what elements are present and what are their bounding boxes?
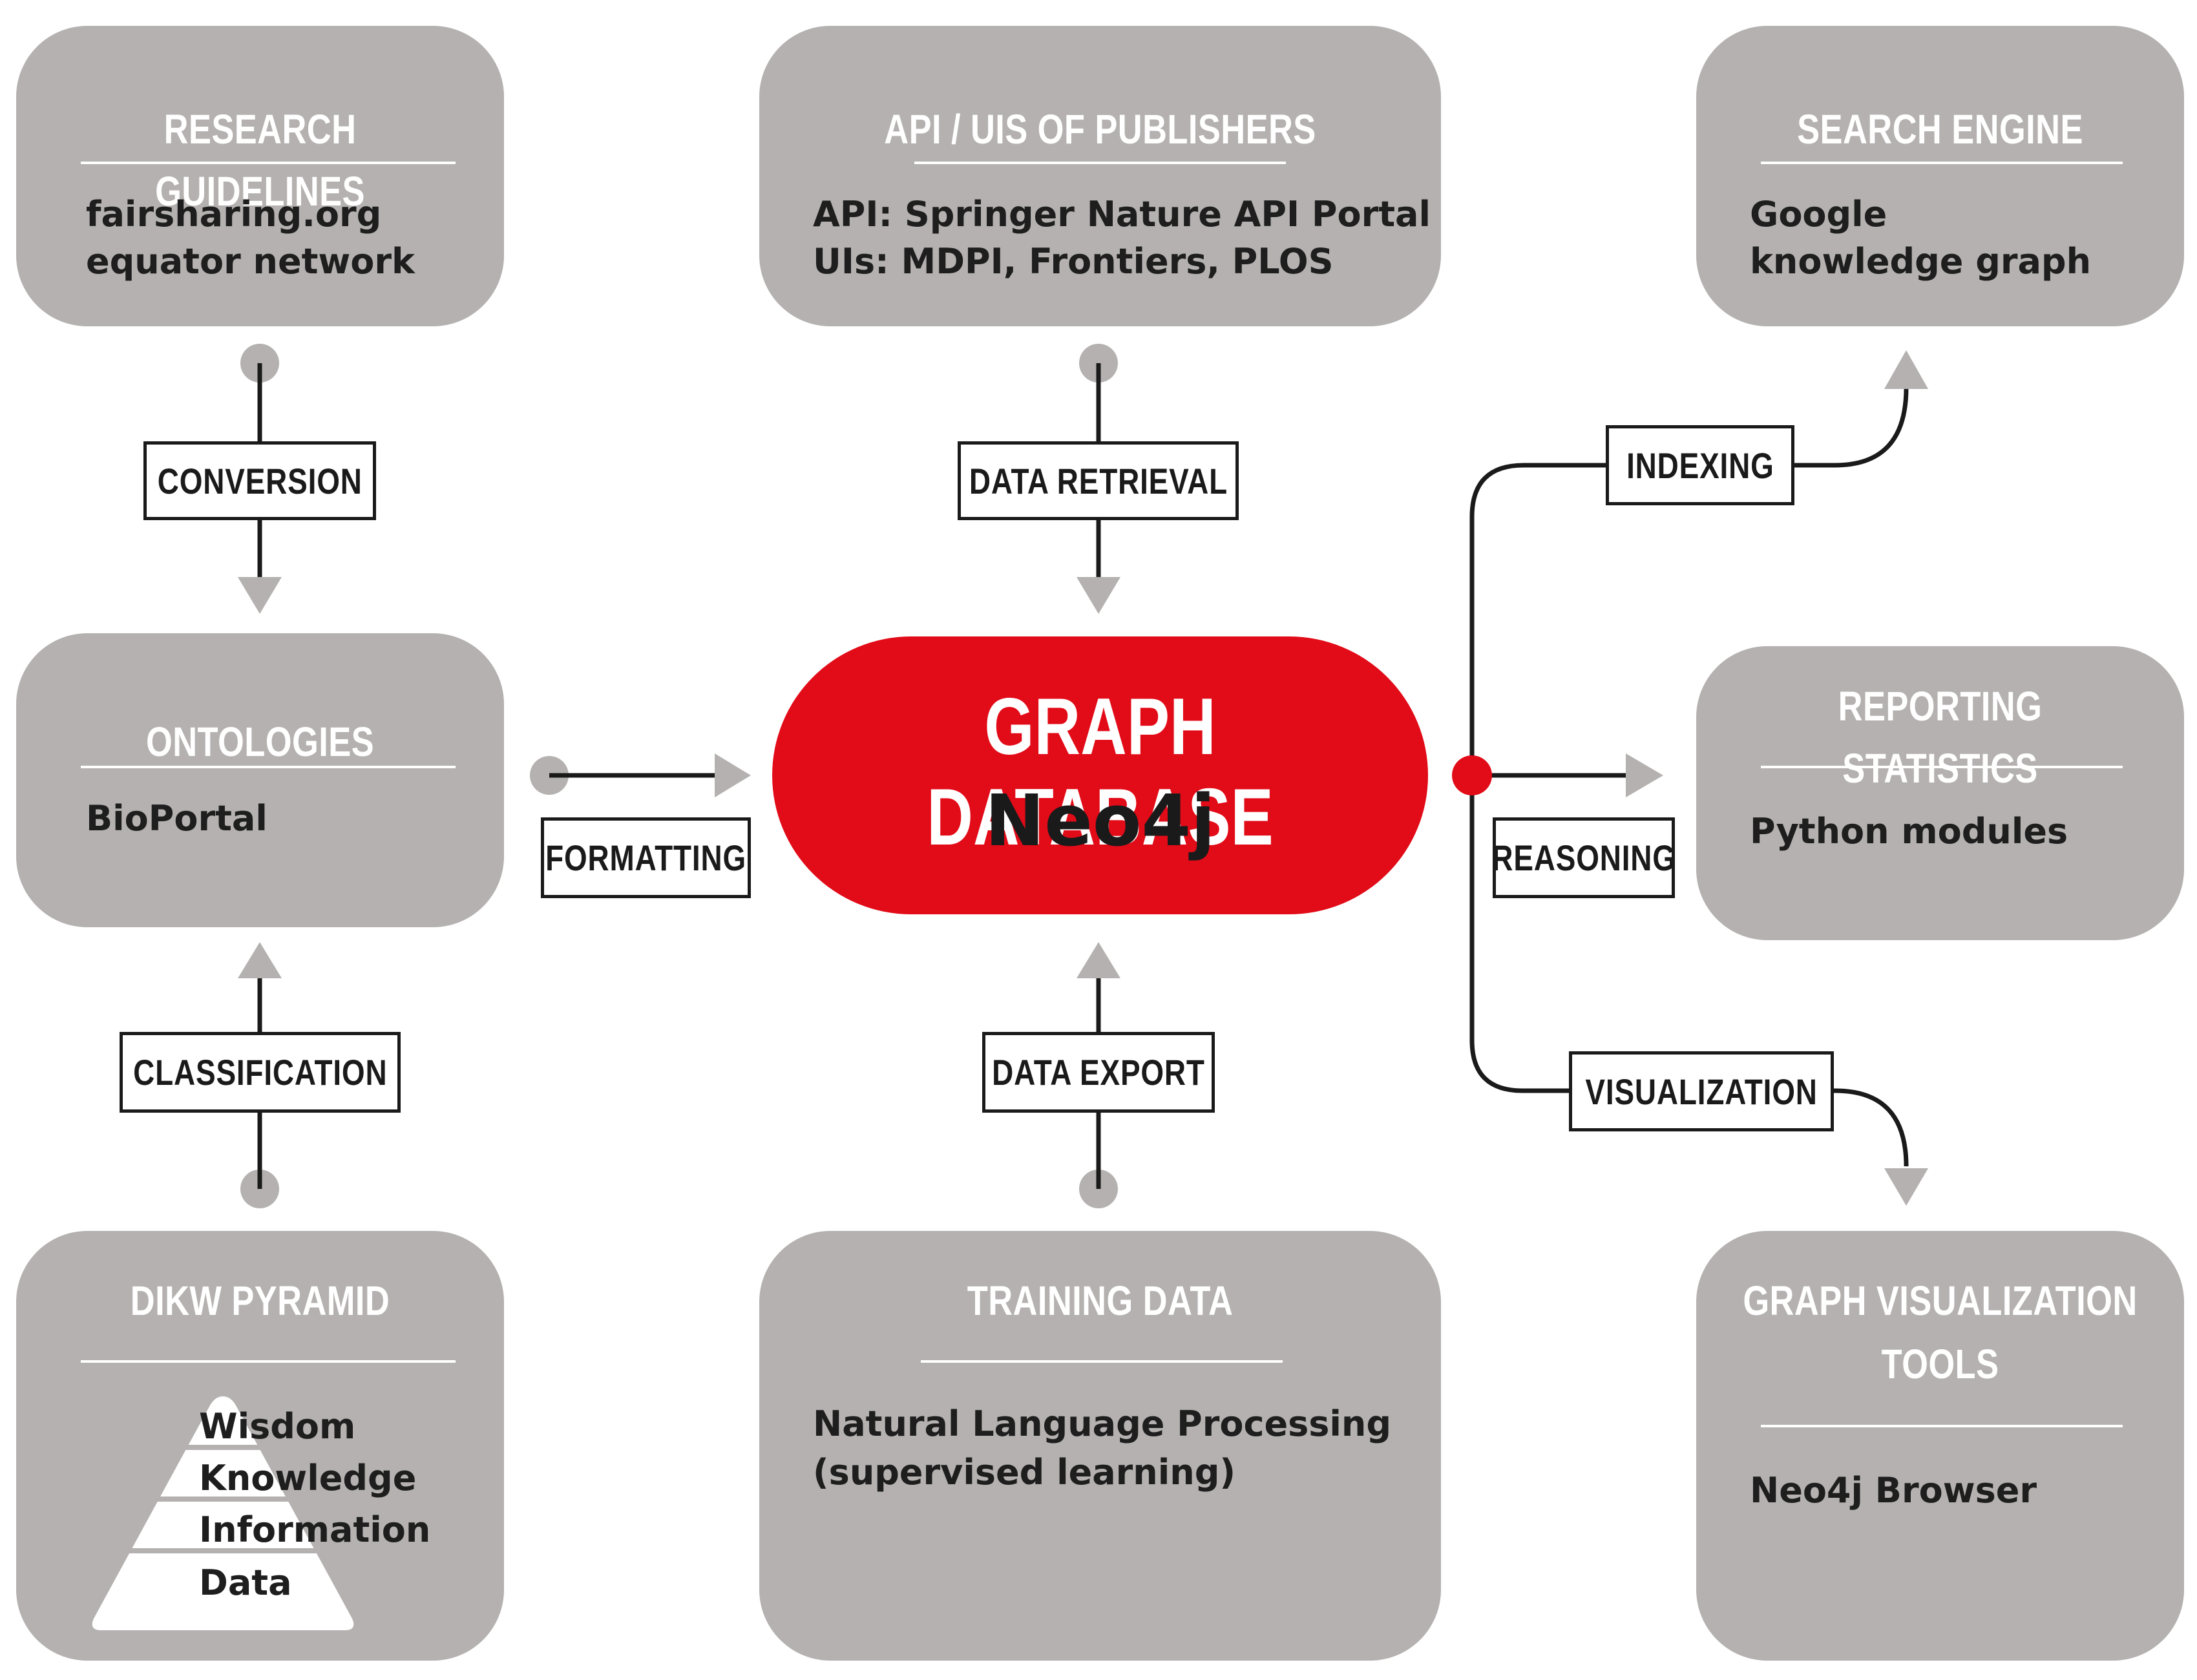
card-divider xyxy=(81,162,456,164)
card-line: Google xyxy=(1750,194,1887,235)
card-line: knowledge graph xyxy=(1750,241,2092,282)
card-line: BioPortal xyxy=(86,798,268,839)
card-line: (supervised learning) xyxy=(813,1452,1236,1493)
label-visualization: VISUALIZATION xyxy=(1569,1051,1834,1131)
research-guidelines-card: RESEARCH GUIDELINES fairsharing.org equa… xyxy=(16,26,504,326)
pyramid-level-data: Data xyxy=(199,1562,292,1603)
reporting-statistics-card: REPORTING STATISTICS Python modules xyxy=(1696,646,2184,940)
card-line: fairsharing.org xyxy=(86,194,382,235)
arrowhead-down-icon xyxy=(238,577,282,614)
label-conversion: CONVERSION xyxy=(143,441,376,520)
card-line: UIs: MDPI, Frontiers, PLOS xyxy=(813,241,1334,282)
card-divider xyxy=(1761,162,2123,164)
label-formatting: FORMATTING xyxy=(541,817,751,898)
card-title: RESEARCH GUIDELINES xyxy=(155,106,365,215)
card-divider xyxy=(1761,1425,2123,1427)
search-engine-card: SEARCH ENGINE Google knowledge graph xyxy=(1696,26,2184,326)
pyramid-level-wisdom: Wisdom xyxy=(199,1406,356,1447)
arrowhead-right-icon xyxy=(715,753,751,797)
card-title: REPORTING STATISTICS xyxy=(1838,683,2043,792)
arrowhead-up-icon xyxy=(238,942,282,978)
pyramid-level-information: Information xyxy=(199,1509,431,1550)
graph-database-title: GRAPH DATABASE xyxy=(927,682,1274,862)
label-data-retrieval: DATA RETRIEVAL xyxy=(958,441,1239,520)
card-line: Python modules xyxy=(1750,811,2068,852)
arrowhead-up-icon xyxy=(1077,942,1120,978)
pyramid-level-knowledge: Knowledge xyxy=(199,1458,417,1498)
card-line: Neo4j Browser xyxy=(1750,1470,2037,1511)
card-title: TRAINING DATA xyxy=(967,1277,1234,1324)
card-divider xyxy=(1761,766,2123,768)
training-data-card: TRAINING DATA Natural Language Processin… xyxy=(759,1231,1441,1661)
card-title: DIKW PYRAMID xyxy=(130,1277,390,1324)
arrowhead-down-icon xyxy=(1077,577,1120,614)
label-indexing: INDEXING xyxy=(1606,425,1794,505)
graph-database-subtitle: Neo4j xyxy=(985,779,1215,862)
label-data-export: DATA EXPORT xyxy=(982,1032,1215,1113)
arrowhead-down-icon xyxy=(1884,1168,1928,1206)
card-divider xyxy=(914,162,1286,164)
card-divider xyxy=(921,1360,1283,1363)
card-line: equator network xyxy=(86,241,415,282)
card-divider xyxy=(81,766,456,768)
card-title: GRAPH VISUALIZATION xyxy=(1743,1277,2138,1324)
card-title: TOOLS xyxy=(1881,1341,1999,1387)
graph-viz-tools-card: GRAPH VISUALIZATION TOOLS Neo4j Browser xyxy=(1696,1231,2184,1661)
pyramid-icon xyxy=(92,1396,354,1630)
label-reasoning: REASONING xyxy=(1491,817,1676,898)
hub-dot-icon xyxy=(1452,755,1492,795)
card-line: API: Springer Nature API Portal xyxy=(813,194,1431,235)
connector-output-branches xyxy=(1452,350,1928,1206)
dikw-pyramid-card: DIKW PYRAMID Wisdom Knowledge Informatio… xyxy=(16,1231,504,1661)
connector-formatting xyxy=(530,753,751,797)
arrowhead-right-icon xyxy=(1626,753,1663,797)
arrowhead-up-icon xyxy=(1884,350,1928,389)
card-title: API / UIs OF PUBLISHERS xyxy=(884,106,1316,152)
card-title: SEARCH ENGINE xyxy=(1797,106,2083,152)
card-divider xyxy=(81,1360,456,1363)
graph-database-node: GRAPH DATABASE Neo4j xyxy=(772,636,1428,914)
label-classification: CLASSIFICATION xyxy=(120,1032,401,1113)
ontologies-card: ONTOLOGIES BioPortal xyxy=(16,633,504,927)
publishers-card: API / UIs OF PUBLISHERS API: Springer Na… xyxy=(759,26,1441,326)
card-title: ONTOLOGIES xyxy=(145,719,375,765)
card-line: Natural Language Processing xyxy=(813,1403,1392,1444)
